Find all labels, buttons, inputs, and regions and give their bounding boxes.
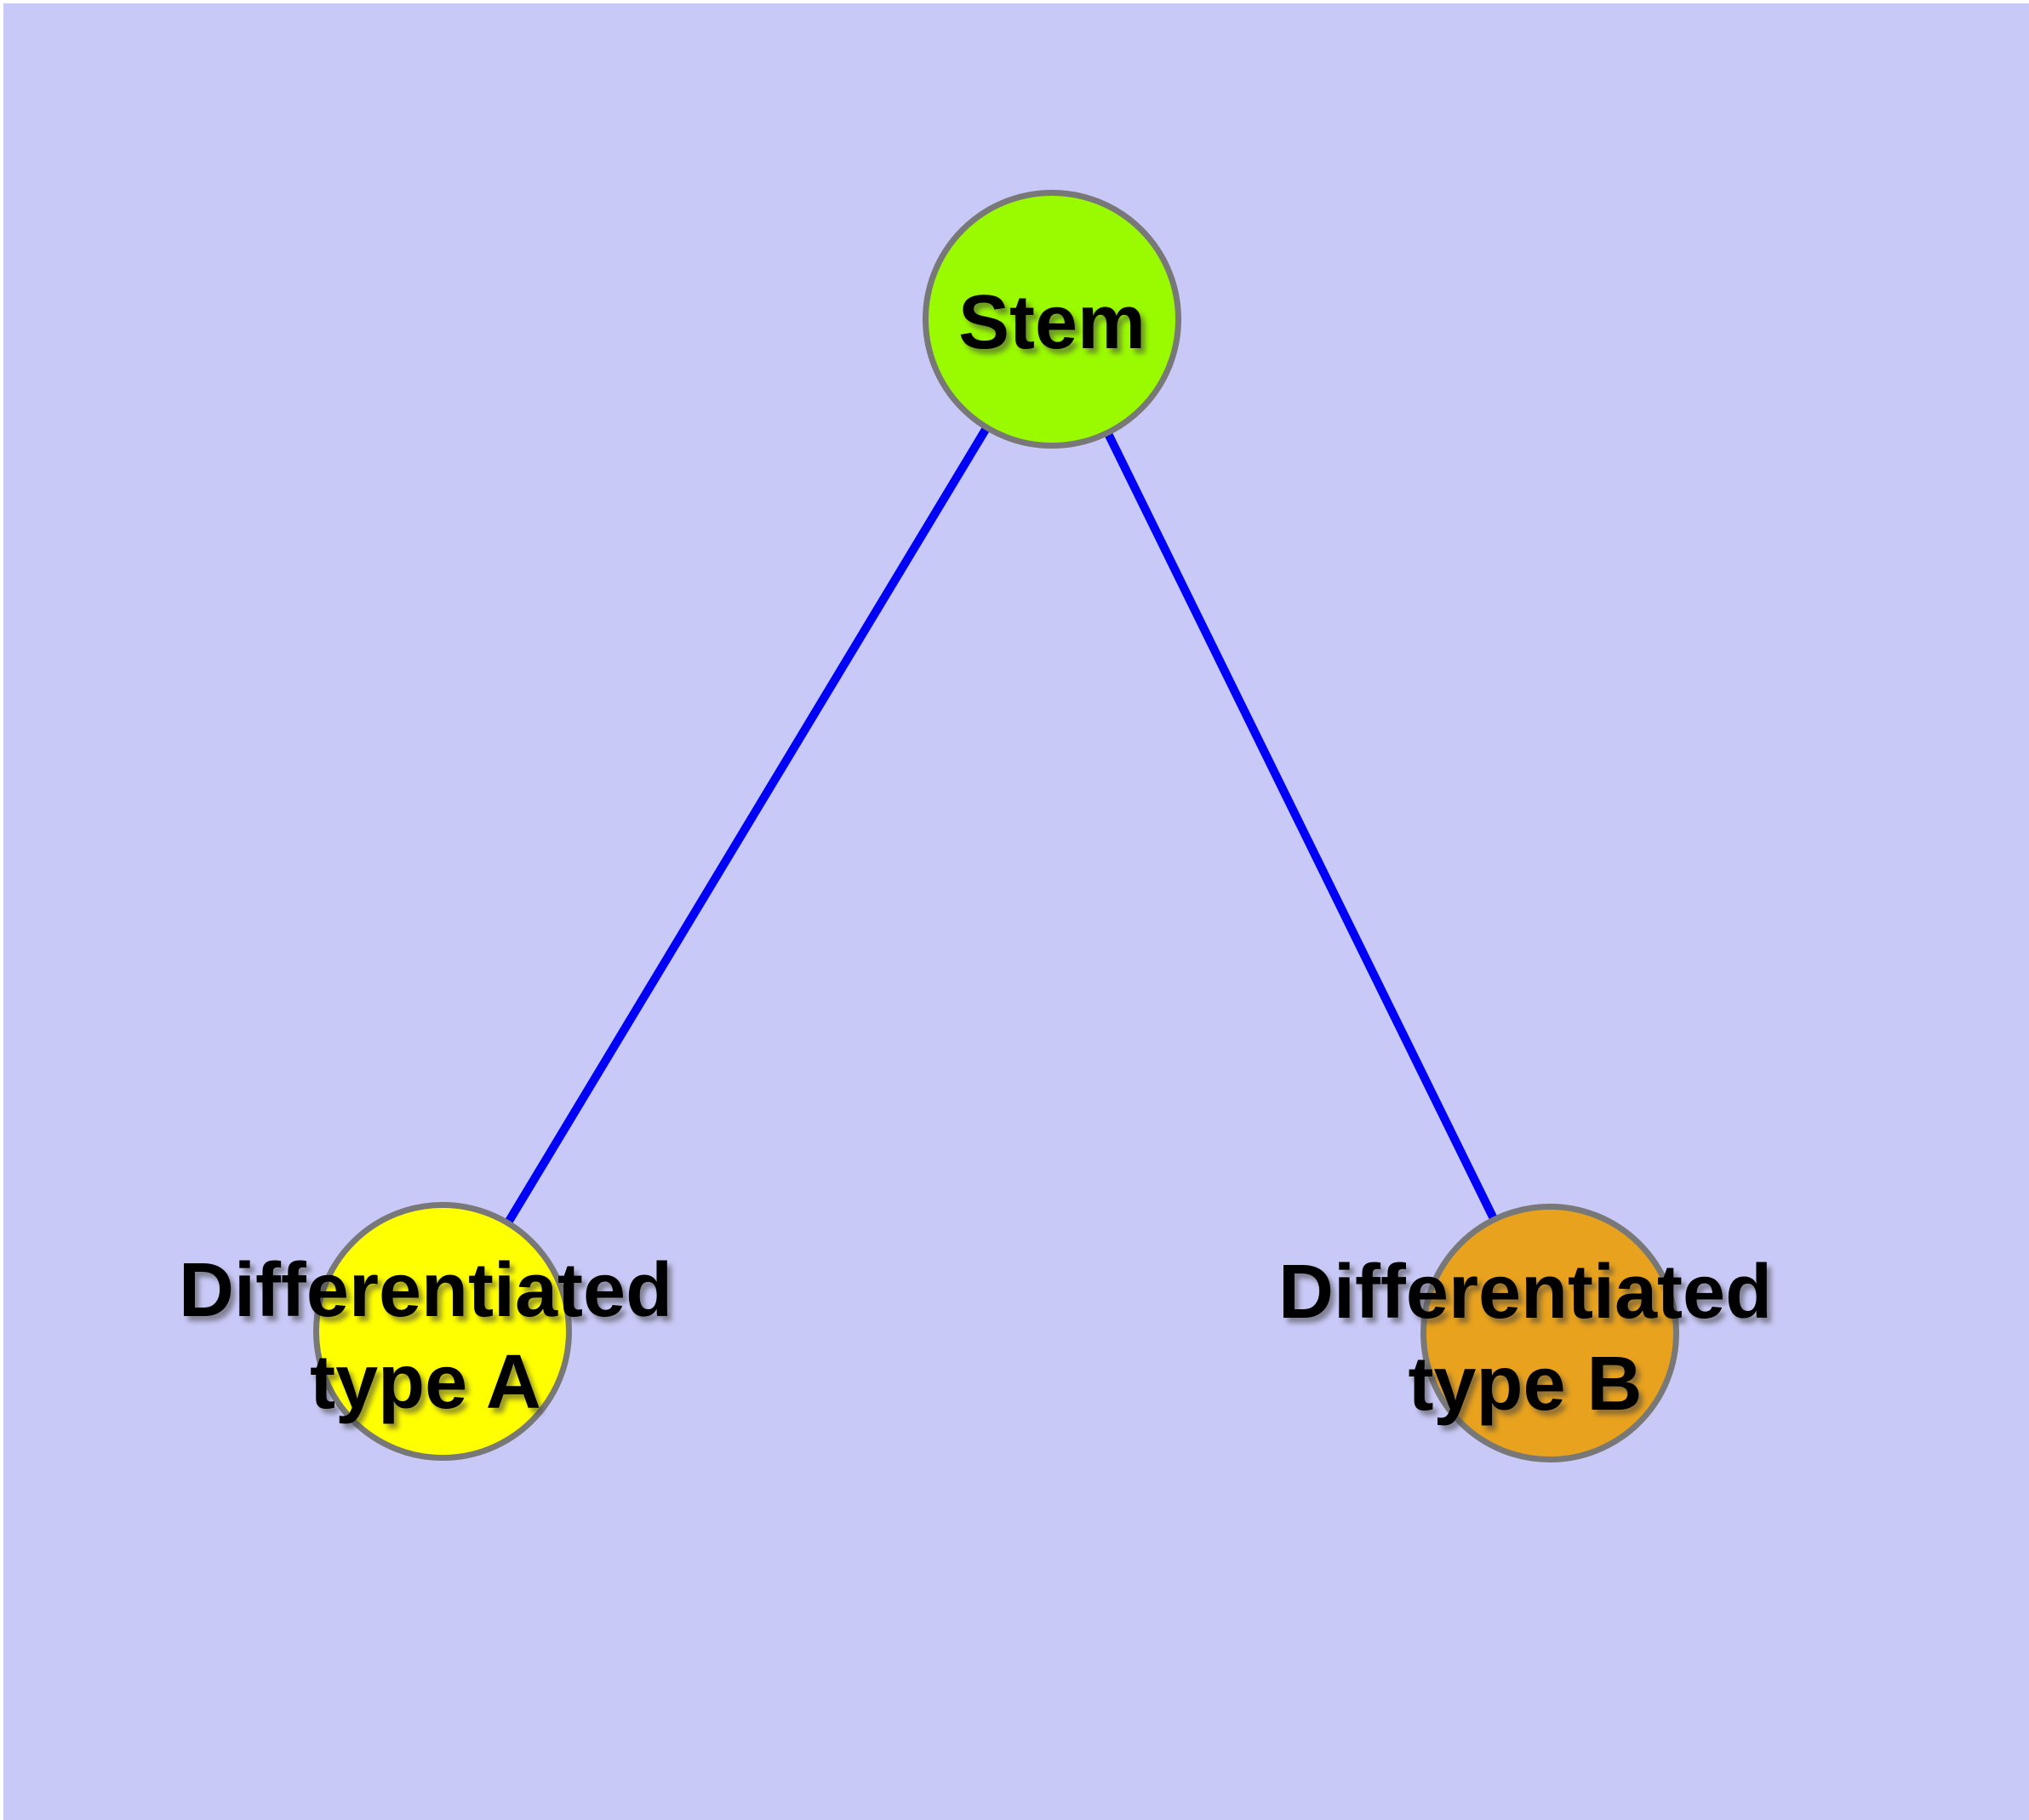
diff-a-label-line-1: Differentiated [178,1248,673,1333]
graph-canvas: Stem Differentiated type A Differentiate… [3,3,2029,1820]
diff-b-label-line-1: Differentiated [1277,1250,1773,1335]
edge-stem-to-diff-b [1048,317,1554,1336]
diff-b-label-line-2: type B [1408,1342,1643,1427]
differentiated-type-b-node-label: Differentiated type B [1278,1246,1772,1430]
differentiated-type-a-node-label: Differentiated type A [179,1245,672,1428]
diff-a-label-line-2: type A [310,1340,541,1425]
stem-node-label: Stem [958,277,1146,369]
stem-node-circle [923,190,1181,449]
edge-stem-to-diff-a [438,317,1056,1334]
differentiated-type-a-node-circle [313,1202,572,1461]
stem-label-line: Stem [957,280,1146,365]
differentiated-type-b-node-circle [1420,1204,1679,1462]
edges-layer [438,317,1554,1336]
